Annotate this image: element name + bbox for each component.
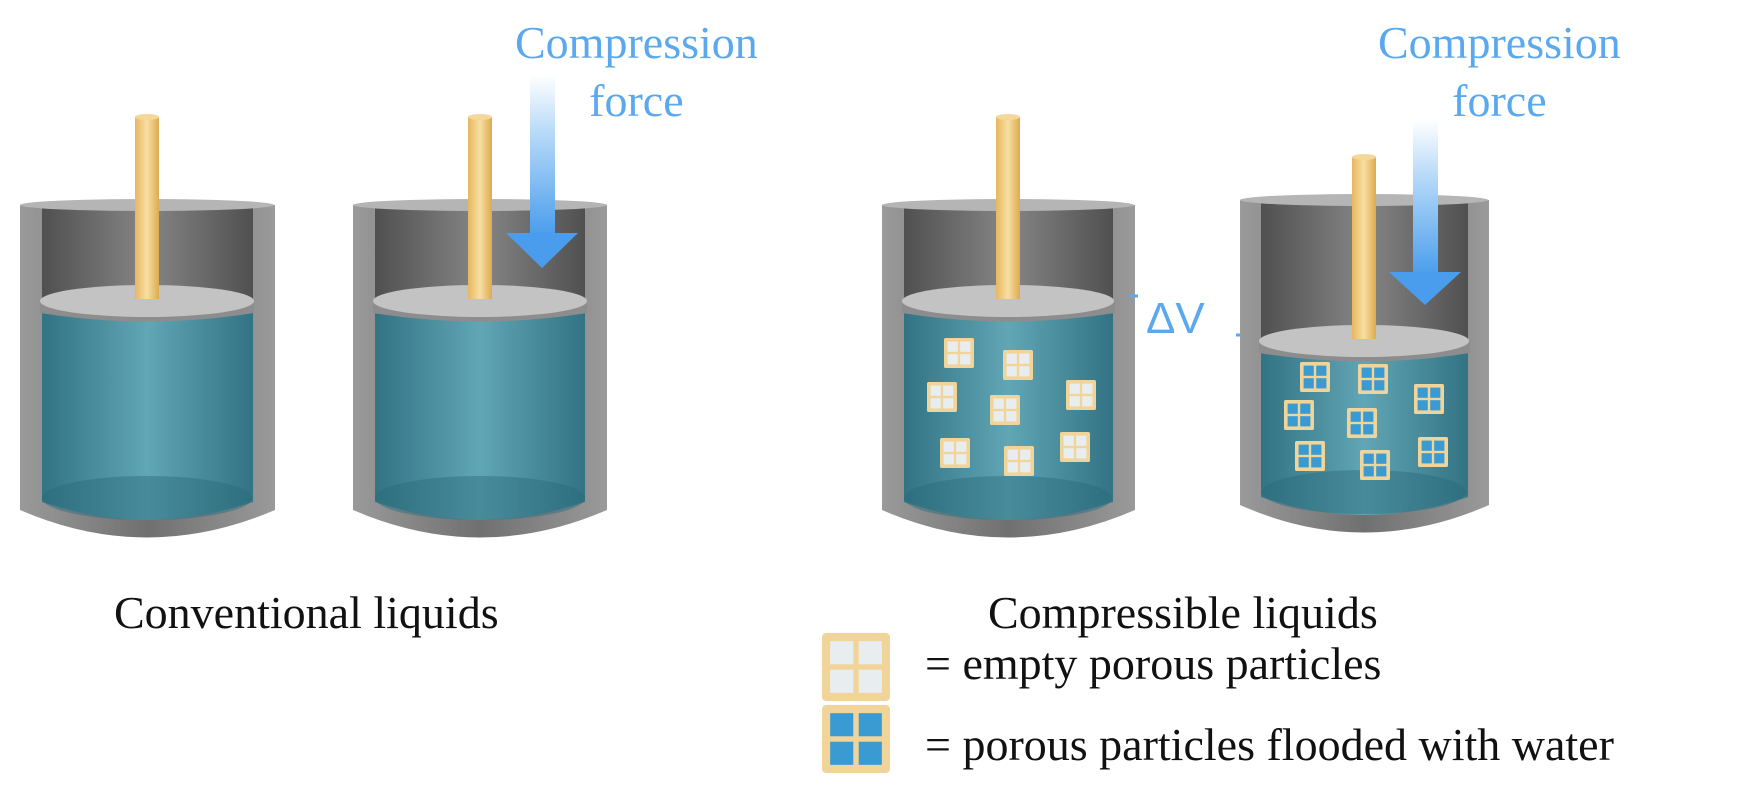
compressible-cylinder-at-rest [882,114,1135,538]
flooded-particle [1284,400,1314,430]
empty-particle [1003,350,1033,380]
liquid-body [42,302,253,520]
legend-flooded-label: = porous particles flooded with water [925,719,1614,770]
empty-particle [1060,432,1090,462]
empty-particle [1066,380,1096,410]
empty-particle [944,338,974,368]
piston-rod [468,117,492,299]
flooded-particle [1300,362,1330,392]
flooded-particle [1360,450,1390,480]
liquid-body [375,302,585,520]
flooded-particle [1347,408,1377,438]
empty-particle [927,382,957,412]
piston-disk [902,285,1114,317]
force-label-line1: Compression [515,17,758,68]
flooded-particle [1295,441,1325,471]
flooded-particle [1414,384,1444,414]
piston-rod [996,117,1020,299]
empty-particle [990,395,1020,425]
liquid-bottom-shadow [1262,470,1466,514]
piston-disk [40,285,254,317]
caption-conventional: Conventional liquids [114,587,499,638]
liquid-bottom-shadow [42,476,252,520]
conventional-cylinder-at-rest [20,114,275,538]
force-label-conventional: Compression force [515,14,758,130]
piston-disk [373,285,587,317]
flooded-particle [1358,364,1388,394]
caption-compressible: Compressible liquids [988,587,1378,638]
piston-rod-top [135,114,159,120]
force-label-line1: Compression [1378,17,1621,68]
legend-icons [822,633,890,773]
force-label-line2: force [1452,75,1547,126]
compression-arrow-compressible [1389,120,1461,305]
empty-particles-group [927,338,1096,476]
piston-rod-top [996,114,1020,120]
delta-v-label: ΔV [1146,294,1205,343]
conventional-cylinder-compressed [353,114,607,538]
piston-rod-top [468,114,492,120]
liquid-bottom-shadow [904,476,1112,520]
piston-rod [1352,157,1376,339]
legend-flooded-particle-icon [822,705,890,773]
empty-particle [940,438,970,468]
force-label-line2: force [589,75,684,126]
force-label-compressible: Compression force [1378,14,1621,130]
liquid-bottom-shadow [375,476,585,520]
legend-empty-label: = empty porous particles [925,638,1382,689]
flooded-particle [1418,437,1448,467]
compression-arrow-conventional [506,75,578,268]
legend-empty-particle-icon [822,633,890,701]
piston-rod-top [1352,154,1376,160]
piston-disk [1259,325,1469,357]
piston-rod [135,117,159,299]
compressible-cylinder-compressed [1240,154,1489,533]
empty-particle [1004,446,1034,476]
flooded-particles-group [1284,362,1448,480]
